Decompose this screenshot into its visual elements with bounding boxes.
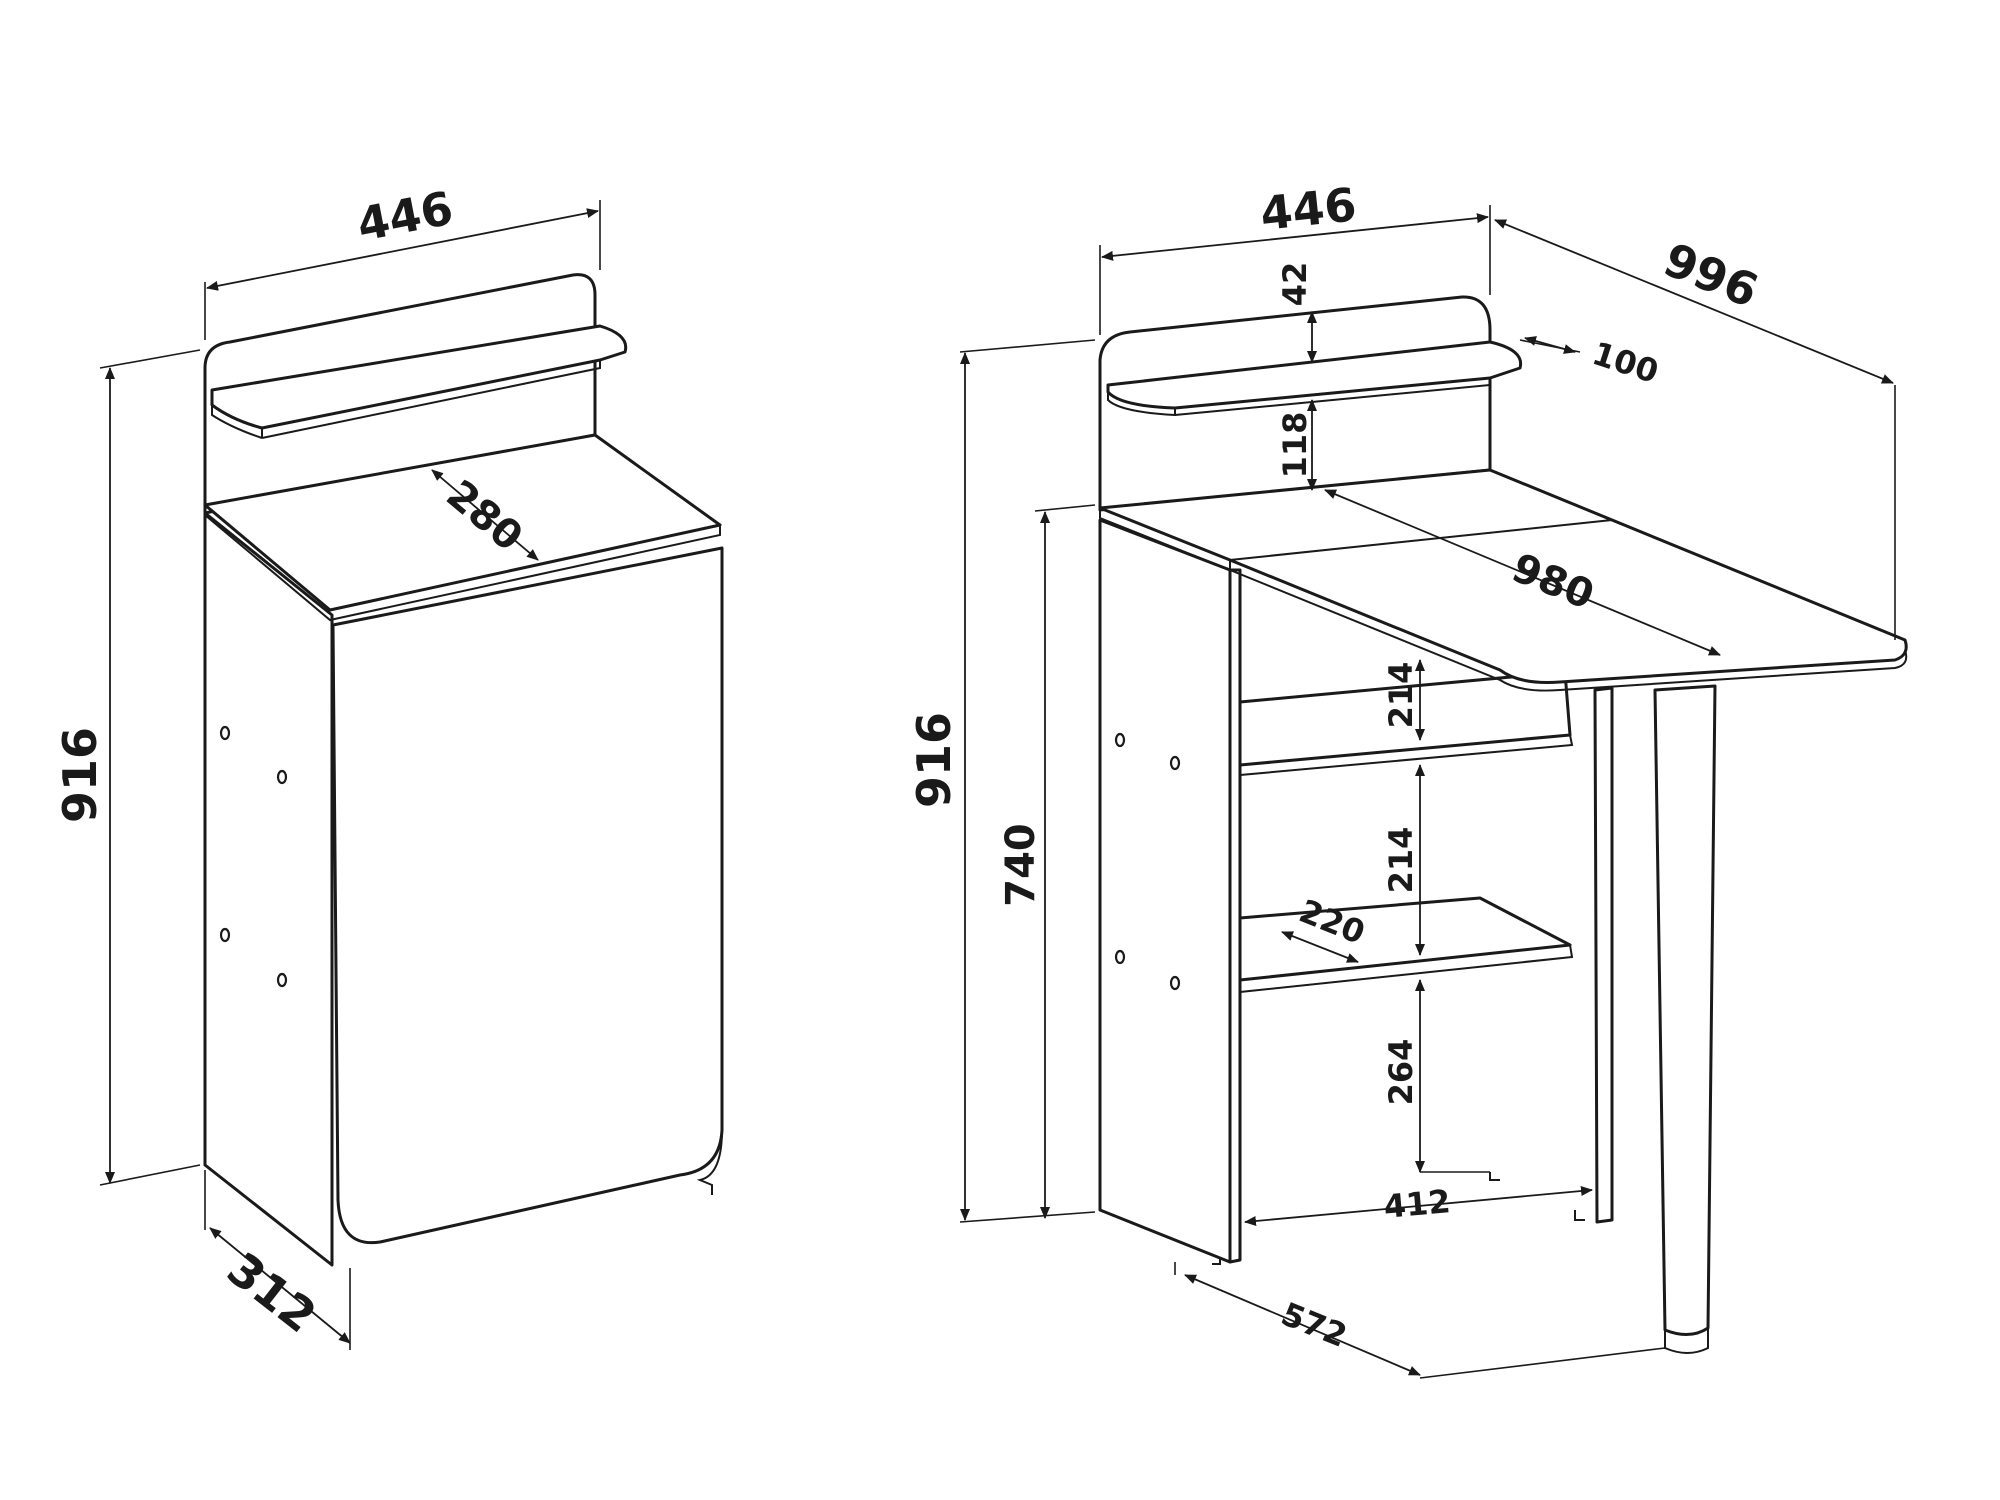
desk-inner-shelf-depth-dimension-line	[1281, 931, 1359, 963]
cabinet-depth-dimension-line	[209, 1227, 351, 1344]
desk-table-length-dimension-line	[1324, 489, 1721, 656]
desk-width-label: 446	[1258, 177, 1359, 241]
cabinet-top-depth-dimension-line	[431, 469, 539, 561]
desk-shelf-spacing-1-label: 214	[1382, 662, 1420, 729]
cabinet-front-door	[331, 546, 724, 1245]
desk-leg	[1653, 684, 1717, 1336]
desk-shelf-gap-label: 42	[1276, 262, 1314, 307]
desk-hole	[1169, 755, 1181, 771]
cabinet-height-label: 916	[53, 727, 107, 823]
closed-cabinet: 446 916 312 280	[53, 181, 724, 1350]
desk-shelf-spacing-3-label: 264	[1382, 1039, 1420, 1106]
desk-table-height-label: 740	[998, 823, 1044, 907]
desk-hole	[1114, 732, 1126, 748]
desk-width-dimension-line	[1101, 213, 1489, 261]
cabinet-side-panel	[203, 511, 334, 1267]
desk-base-depth-label: 572	[1276, 1295, 1352, 1355]
desk-hole	[1169, 975, 1181, 991]
desk-right-panel	[1593, 686, 1614, 1224]
desk-shelf-height-label: 118	[1276, 412, 1314, 479]
desk-inner-panel	[1228, 568, 1242, 1264]
desk-shelf-depth-label: 100	[1588, 334, 1663, 391]
cabinet-hole	[219, 725, 231, 741]
desk-hole	[1114, 949, 1126, 965]
desk-side-panel	[1098, 518, 1232, 1264]
open-desk: 446 996 916 740 42 118 100 980 214 214	[907, 177, 1908, 1379]
cabinet-hole	[276, 972, 288, 988]
desk-shelf-depth-dimension-line	[1524, 336, 1576, 354]
desk-overall-depth-dimension-line	[1494, 219, 1894, 384]
desk-inner-width-label: 412	[1382, 1182, 1452, 1226]
desk-shelf-spacing-2-label: 214	[1382, 827, 1420, 894]
desk-height-label: 916	[907, 712, 961, 808]
desk-shelf-2	[1238, 896, 1572, 982]
desk-overall-depth-label: 996	[1656, 232, 1765, 318]
desk-base-depth-dimension-line	[1184, 1274, 1421, 1376]
cabinet-width-dimension-line	[206, 208, 599, 291]
desk-inner-width-dimension-line	[1244, 1186, 1593, 1226]
cabinet-hole	[276, 769, 288, 785]
cabinet-depth-label: 312	[217, 1242, 326, 1344]
cabinet-hole	[219, 927, 231, 943]
